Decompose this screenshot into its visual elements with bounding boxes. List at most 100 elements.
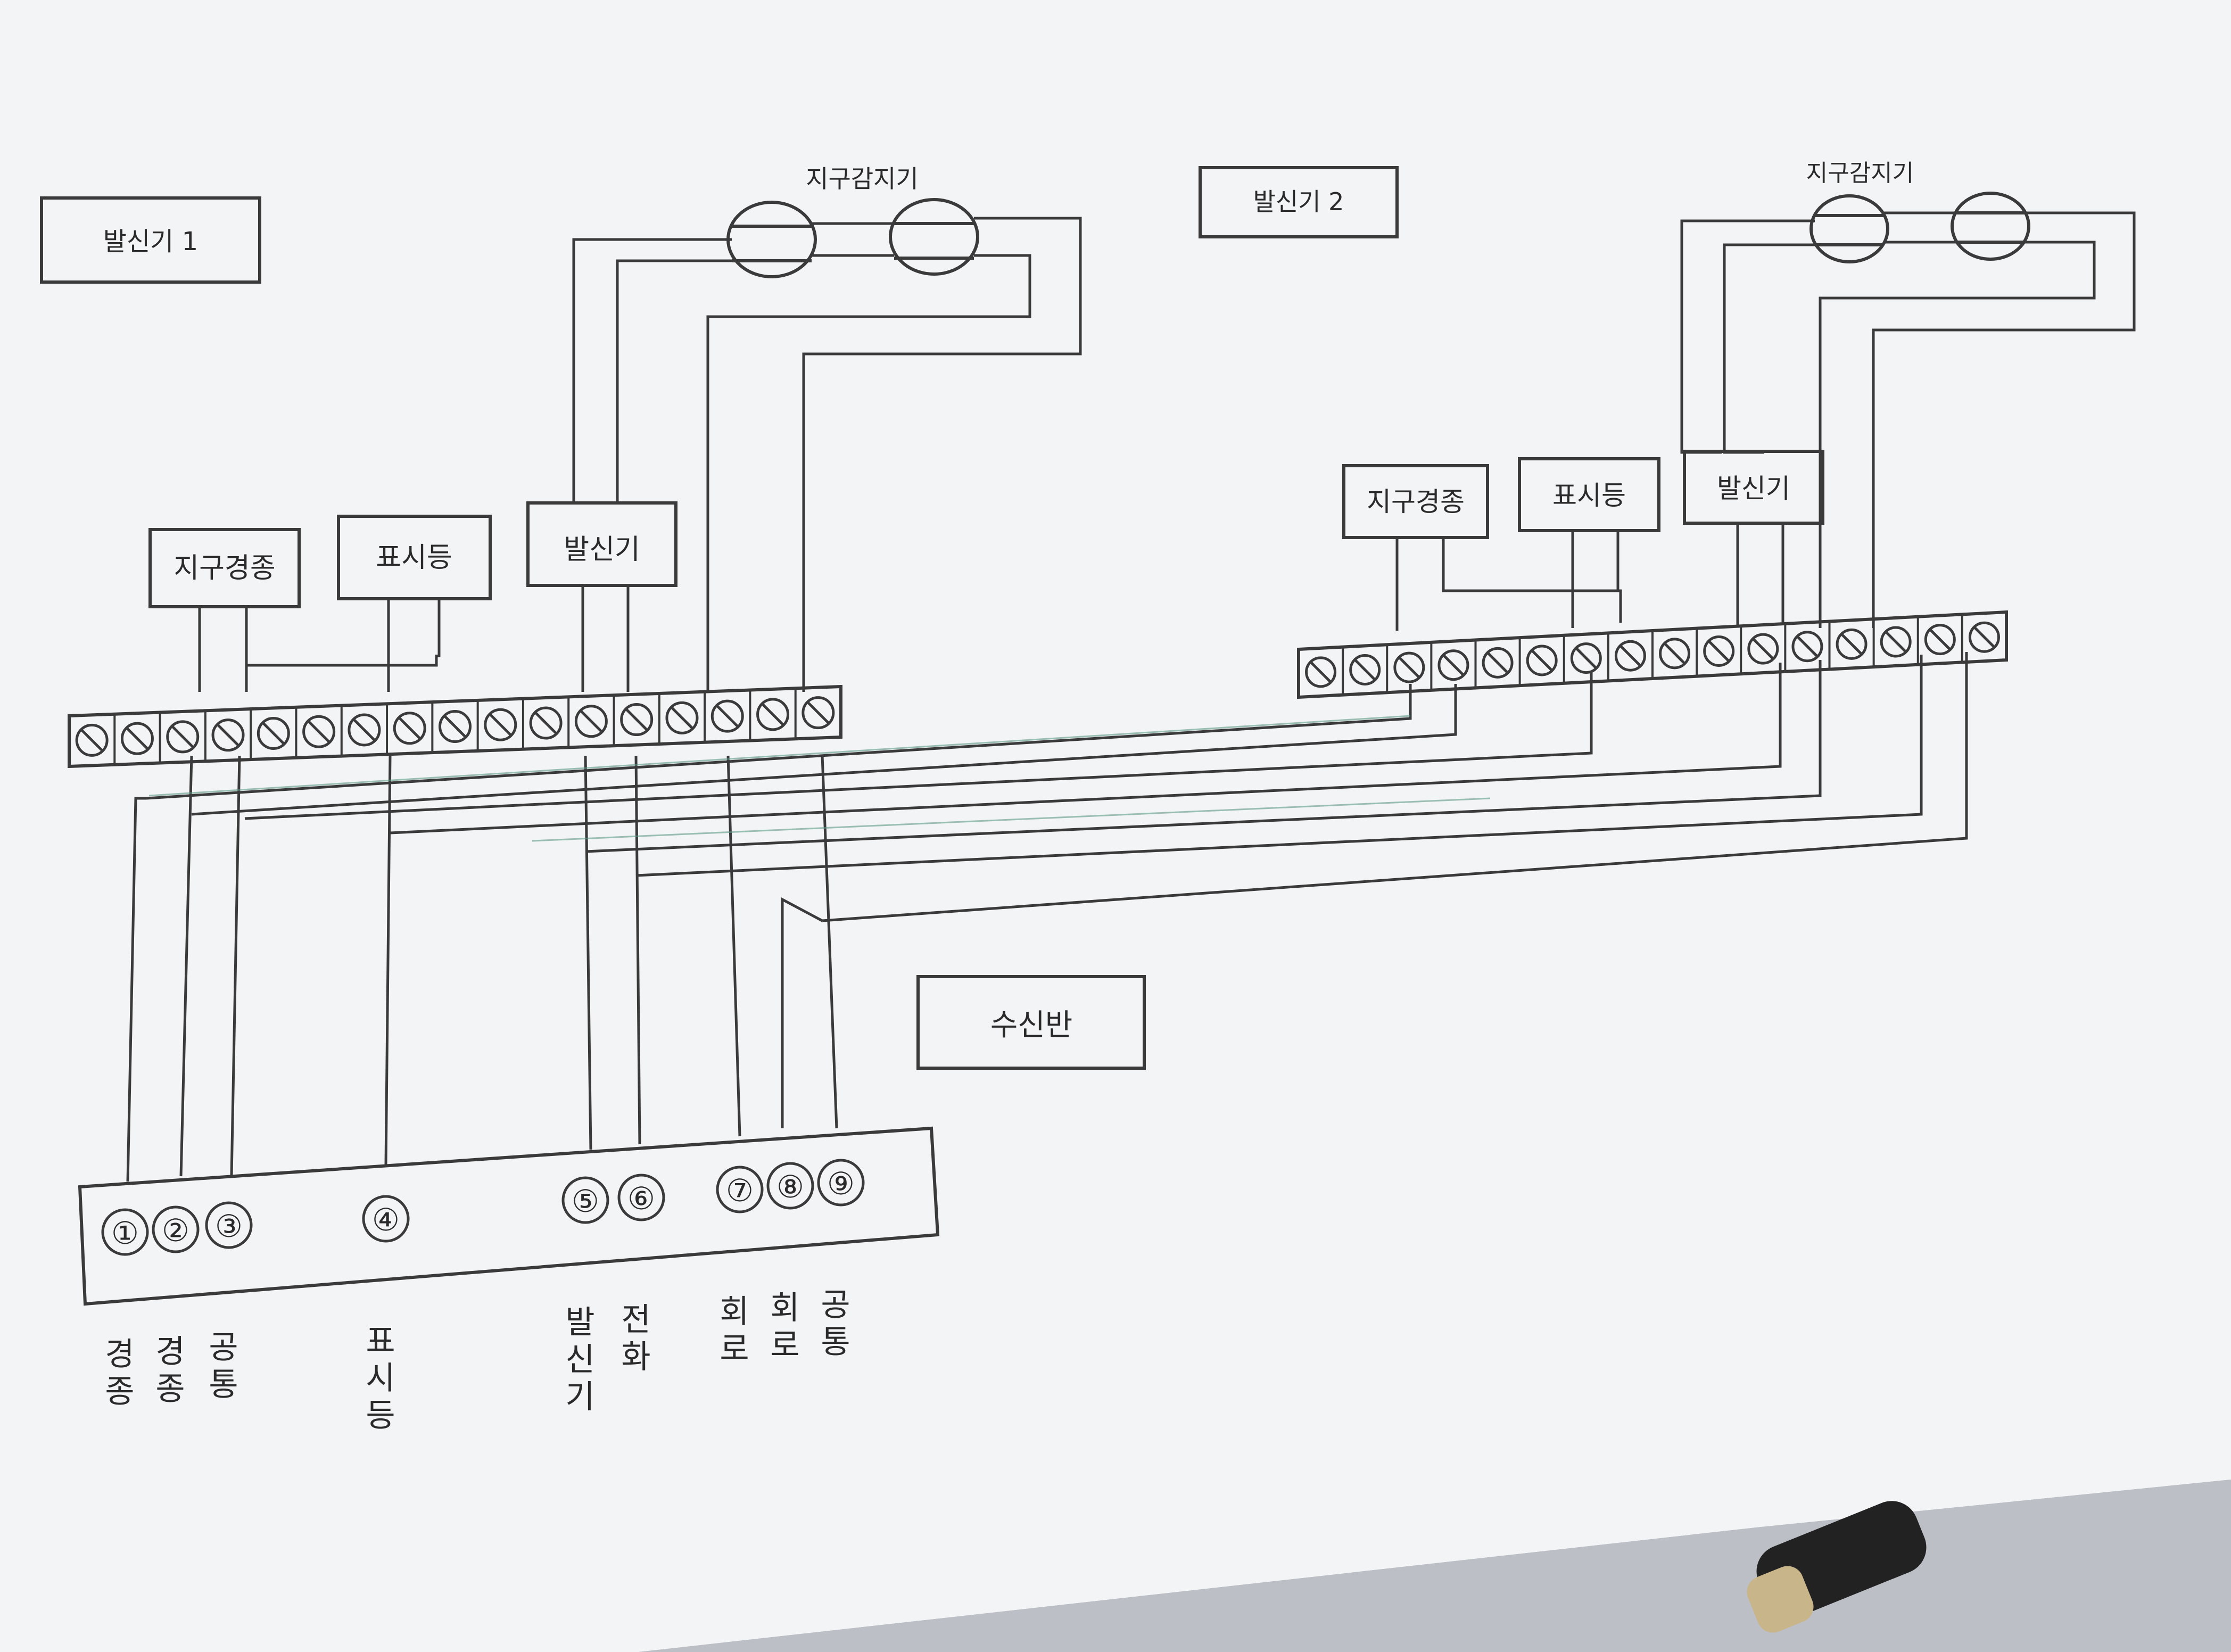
strip2-screw <box>1570 642 1602 674</box>
strip2-screw-slot <box>1399 657 1420 678</box>
receiver-terminal-number: ② <box>162 1212 189 1249</box>
strip2-screw-slot <box>1443 654 1464 676</box>
strip2-screw-slot <box>1664 643 1685 664</box>
strip2-screw <box>1349 654 1381 685</box>
strip2-screw <box>1526 645 1558 676</box>
detector2-a <box>1809 194 1889 263</box>
strip1-screw <box>393 712 426 745</box>
strip2-screw <box>1703 635 1735 667</box>
strip1-screw <box>348 713 381 747</box>
receiver-terminal-label: 기 <box>565 1378 594 1416</box>
strip1-screw <box>166 720 200 754</box>
receiver-terminal-number: ① <box>111 1215 139 1251</box>
transmitter2-label: 발신기 2 <box>1253 187 1344 216</box>
receiver-terminal-label: 표 <box>366 1323 395 1360</box>
receiver-terminal-label: 발 <box>565 1304 594 1341</box>
strip1-screw <box>484 708 517 741</box>
pen-on-desk <box>1747 1501 1927 1633</box>
receiver-terminal-label: 공 <box>209 1329 238 1366</box>
strip1-screw-slot <box>580 710 602 733</box>
receiver-terminal-3 <box>205 1201 253 1249</box>
receiver-terminal-number: ⑥ <box>627 1180 655 1217</box>
strip1-screw-slot <box>353 718 376 741</box>
strip1-screw-slot <box>716 705 739 728</box>
detector1-b <box>889 198 979 276</box>
receiver-terminal-number: ⑦ <box>726 1172 754 1209</box>
strip1-screw <box>211 718 245 752</box>
strip2-screw-slot <box>1797 635 1818 657</box>
detector2-b <box>1951 192 2030 261</box>
strip2-screw <box>1924 624 1956 656</box>
receiver-terminal-6 <box>617 1174 665 1221</box>
svg-text:표시등: 표시등 <box>376 542 452 574</box>
receiver-terminal-7 <box>716 1166 764 1213</box>
strip2-screw-slot <box>1708 640 1730 662</box>
strip1-screw-slot <box>807 701 830 724</box>
receiver-terminal-label: 경 <box>105 1336 134 1373</box>
strip2-screw <box>1880 626 1912 658</box>
receiver-panel <box>78 1126 940 1306</box>
svg-text:지구경종: 지구경종 <box>173 552 275 584</box>
receiver-terminal-label: 화 <box>621 1339 650 1376</box>
strip2-screw <box>1437 649 1469 681</box>
receiver-terminal-8 <box>766 1162 814 1210</box>
lamp-box-2: 표시등 <box>1518 457 1660 532</box>
receiver-terminal-label: 종 <box>105 1373 134 1410</box>
strip1-screw <box>257 716 290 750</box>
strip2-screw <box>1614 640 1646 672</box>
strip1-screw-slot <box>308 720 330 743</box>
strip1-screw <box>574 705 608 738</box>
strip2-screw <box>1305 656 1337 688</box>
receiver-terminal-label: 공 <box>821 1286 850 1324</box>
strip2-frame <box>1297 610 2008 699</box>
strip2-screw-slot <box>1487 652 1508 674</box>
receiver-terminal-number: ⑨ <box>827 1166 855 1202</box>
receiver-terminal-4 <box>362 1195 410 1243</box>
strip1-screw-slot <box>126 727 148 750</box>
strip1-frame <box>68 684 842 769</box>
strip1-screw-slot <box>444 715 466 738</box>
strip2-screw-slot <box>1841 633 1862 655</box>
transmitter-box-2: 발신기 <box>1683 450 1824 525</box>
lamp-box-1: 표시등 <box>337 515 492 600</box>
svg-text:발신기: 발신기 <box>564 534 640 566</box>
strip1-screw <box>710 699 744 733</box>
receiver-terminal-9 <box>817 1159 865 1207</box>
strip2-screw <box>1482 647 1514 679</box>
receiver-terminal-label: 로 <box>720 1331 749 1368</box>
receiver-terminal-1 <box>101 1208 149 1256</box>
strip1-screw-slot <box>262 722 285 745</box>
strip1-screw-slot <box>217 724 239 746</box>
receiver-terminal-2 <box>152 1205 200 1253</box>
strip1-screw-slot <box>671 707 693 729</box>
terminal-strip-1 <box>68 684 842 769</box>
receiver-terminal-label: 신 <box>565 1341 594 1378</box>
svg-text:수신반: 수신반 <box>990 1008 1073 1043</box>
bell-box-1: 지구경종 <box>148 528 301 608</box>
strip2-screw-slot <box>1310 662 1332 683</box>
strip1-screw-slot <box>534 712 557 734</box>
receiver-terminal-label: 전 <box>621 1301 650 1339</box>
strip1-screw <box>302 715 336 748</box>
terminal-strip-2 <box>1297 610 2008 699</box>
transmitter1-panel: 발신기 1 <box>40 196 261 284</box>
svg-text:표시등: 표시등 <box>1552 480 1626 511</box>
strip1-screw <box>75 723 109 757</box>
strip1-screw <box>120 722 154 755</box>
green-traces <box>148 715 1491 842</box>
strip2-screw-slot <box>1354 659 1376 681</box>
strip2-screw <box>1968 621 2000 653</box>
receiver-terminal-5 <box>561 1176 609 1224</box>
receiver-terminal-label: 통 <box>821 1324 850 1361</box>
receiver-terminal-number: ⑤ <box>572 1183 599 1219</box>
strip1-screw <box>801 696 835 730</box>
wiring <box>126 211 2136 1182</box>
strip1-screw-slot <box>625 708 648 731</box>
detector1-title: 지구감지기 <box>806 164 919 193</box>
receiver-terminal-label: 종 <box>155 1370 185 1408</box>
strip1-screw <box>439 710 472 743</box>
strip1-screw-slot <box>80 729 103 751</box>
strip2-screw <box>1393 651 1425 683</box>
strip1-screw <box>620 703 654 737</box>
